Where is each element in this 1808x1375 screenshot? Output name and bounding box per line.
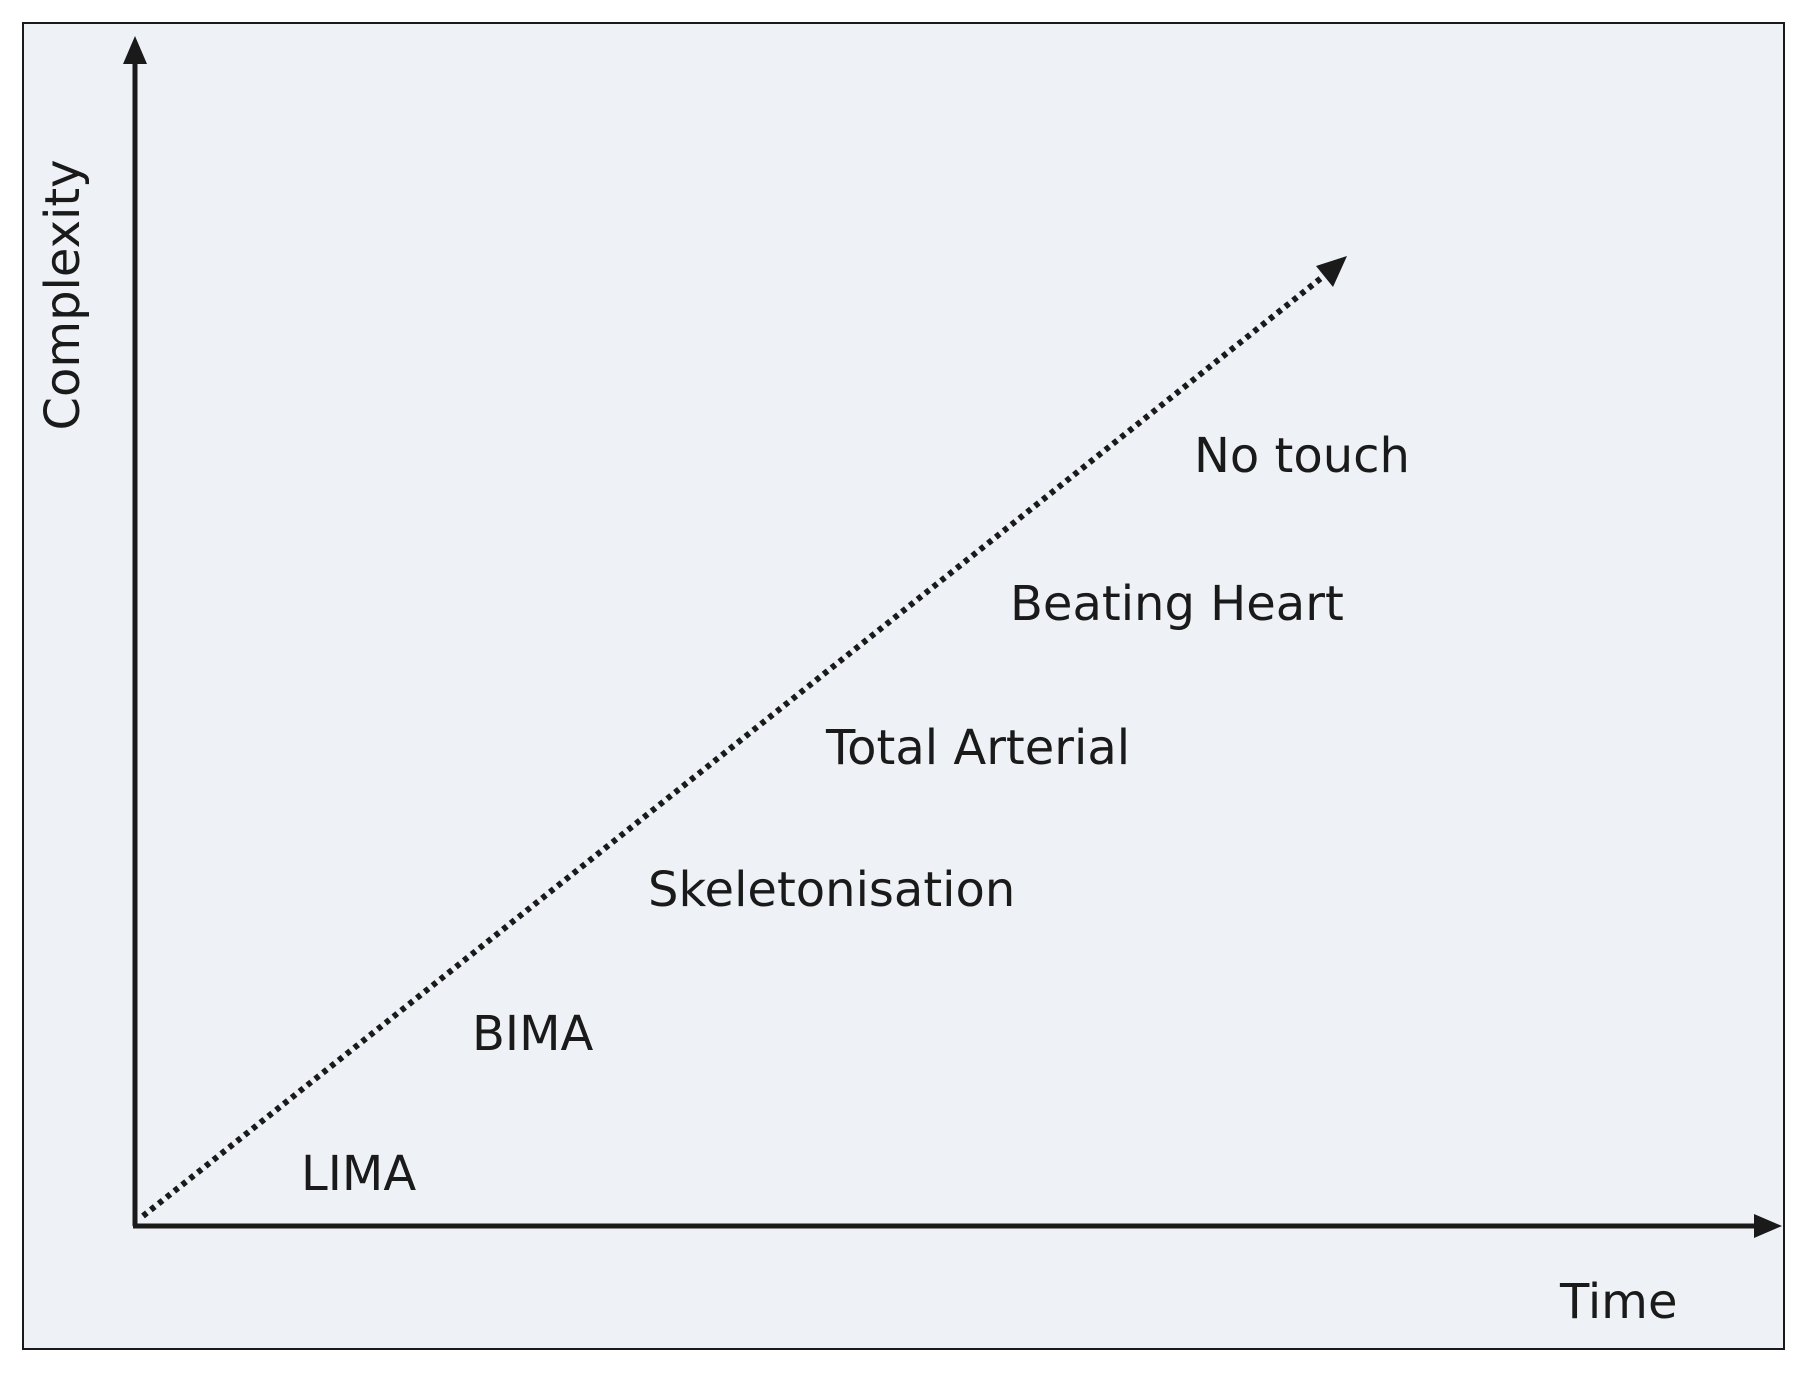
stage-label-beating-heart: Beating Heart bbox=[1010, 576, 1344, 632]
y-axis-arrowhead bbox=[123, 36, 147, 64]
y-axis-label: Complexity bbox=[35, 159, 91, 431]
stage-label-skeletonisation: Skeletonisation bbox=[648, 862, 1016, 918]
progression-dotted-line bbox=[141, 272, 1327, 1219]
stage-label-total-arterial: Total Arterial bbox=[826, 720, 1131, 776]
x-axis-arrowhead bbox=[1754, 1214, 1782, 1238]
x-axis-label: Time bbox=[1560, 1274, 1678, 1330]
stage-label-no-touch: No touch bbox=[1194, 428, 1410, 484]
progression-arrowhead bbox=[1316, 256, 1347, 287]
stage-label-bima: BIMA bbox=[472, 1006, 594, 1062]
stage-label-lima: LIMA bbox=[301, 1146, 417, 1202]
diagram-frame bbox=[22, 22, 1785, 1350]
